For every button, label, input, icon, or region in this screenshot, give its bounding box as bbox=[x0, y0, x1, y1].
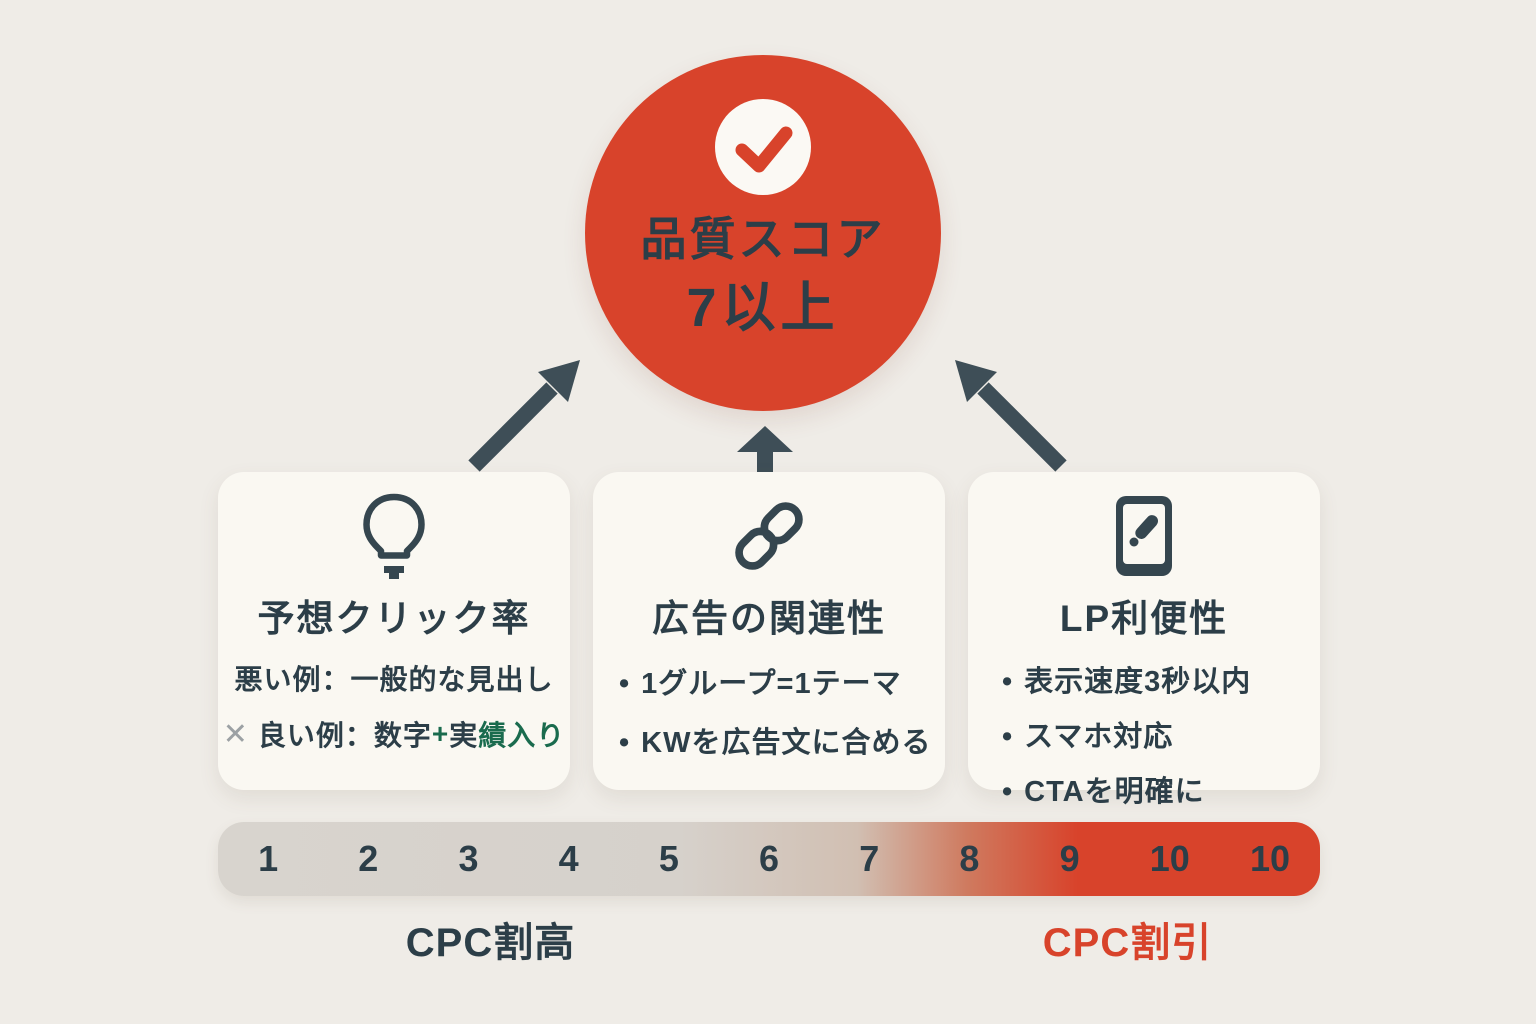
check-icon bbox=[715, 99, 811, 195]
chain-link-icon bbox=[593, 484, 945, 588]
scale-number: 2 bbox=[358, 838, 379, 879]
bullet-list: • 表示速度3秒以内 • スマホ対応 • CTAを明確に bbox=[968, 658, 1320, 810]
scale-number: 10 bbox=[1149, 838, 1190, 879]
scale-number: 10 bbox=[1249, 838, 1290, 879]
card-expected-ctr: 予想クリック率 悪い例：一般的な見出し ✕ 良い例：数字 + 実 績入り bbox=[218, 472, 570, 790]
list-item-text: CTAを明確に bbox=[1024, 776, 1205, 808]
card-title: LP利便性 bbox=[1059, 598, 1229, 639]
list-item: • 1グループ=1テーマ bbox=[619, 660, 945, 702]
list-item: • KWを広告文に合める bbox=[619, 719, 945, 761]
scale-number: 4 bbox=[558, 838, 579, 879]
list-item: • CTAを明確に bbox=[1002, 768, 1320, 810]
cpc-discount-label: CPC割引 bbox=[1042, 921, 1213, 965]
bullet-icon: • bbox=[1002, 721, 1014, 753]
bullet-icon: • bbox=[1002, 776, 1014, 808]
good-example-text-3: 実 bbox=[449, 720, 479, 751]
arrow-up-right-icon bbox=[468, 360, 580, 472]
card-lp-usability: LP利便性 • 表示速度3秒以内 • スマホ対応 • CTAを明確に bbox=[968, 472, 1320, 808]
list-item: • スマホ対応 bbox=[1002, 713, 1320, 755]
card-title: 予想クリック率 bbox=[257, 598, 531, 639]
bullet-icon: • bbox=[619, 668, 631, 700]
bullet-icon: • bbox=[619, 727, 631, 759]
scale-number: 5 bbox=[658, 838, 679, 879]
bullet-icon: • bbox=[1002, 666, 1014, 698]
good-example-text-1: 良い例：数字 bbox=[257, 720, 432, 751]
lightbulb-icon bbox=[218, 484, 570, 588]
good-example-text-2: + bbox=[431, 718, 450, 749]
good-example-line: ✕ 良い例：数字 + 実 績入り bbox=[218, 714, 570, 754]
scale-number: 8 bbox=[959, 838, 980, 879]
cpc-expensive-label: CPC割高 bbox=[405, 921, 576, 965]
card-ad-relevance: 広告の関連性 • 1グループ=1テーマ • KWを広告文に合める bbox=[593, 472, 945, 790]
scale-number: 1 bbox=[258, 838, 279, 879]
bad-example-line: 悪い例：一般的な見出し bbox=[218, 658, 570, 698]
arrow-up-left-icon bbox=[955, 360, 1067, 472]
bad-example-text: 悪い例：一般的な見出し bbox=[234, 664, 554, 695]
scale-number: 7 bbox=[859, 838, 880, 879]
list-item-text: スマホ対応 bbox=[1024, 721, 1174, 753]
list-item-text: KWを広告文に合める bbox=[641, 727, 932, 759]
goal-title: 品質スコア bbox=[640, 213, 886, 265]
card-title: 広告の関連性 bbox=[652, 598, 886, 639]
good-example-text-4: 績入り bbox=[478, 720, 566, 751]
scale-number: 3 bbox=[458, 838, 479, 879]
bullet-list: • 1グループ=1テーマ • KWを広告文に合める bbox=[593, 660, 945, 761]
quality-score-scale-bar: 1 2 3 4 5 6 7 8 9 10 10 bbox=[218, 822, 1320, 896]
arrow-up-icon bbox=[737, 426, 793, 476]
list-item: • 表示速度3秒以内 bbox=[1002, 658, 1320, 700]
goal-value: 7以上 bbox=[686, 278, 840, 338]
quality-score-goal-circle: 品質スコア 7以上 bbox=[585, 55, 941, 411]
list-item-text: 表示速度3秒以内 bbox=[1024, 666, 1252, 698]
scale-number: 6 bbox=[759, 838, 780, 879]
scale-number: 9 bbox=[1059, 838, 1080, 879]
cross-icon: ✕ bbox=[222, 717, 249, 751]
smartphone-pen-icon bbox=[968, 484, 1320, 588]
list-item-text: 1グループ=1テーマ bbox=[641, 668, 902, 700]
